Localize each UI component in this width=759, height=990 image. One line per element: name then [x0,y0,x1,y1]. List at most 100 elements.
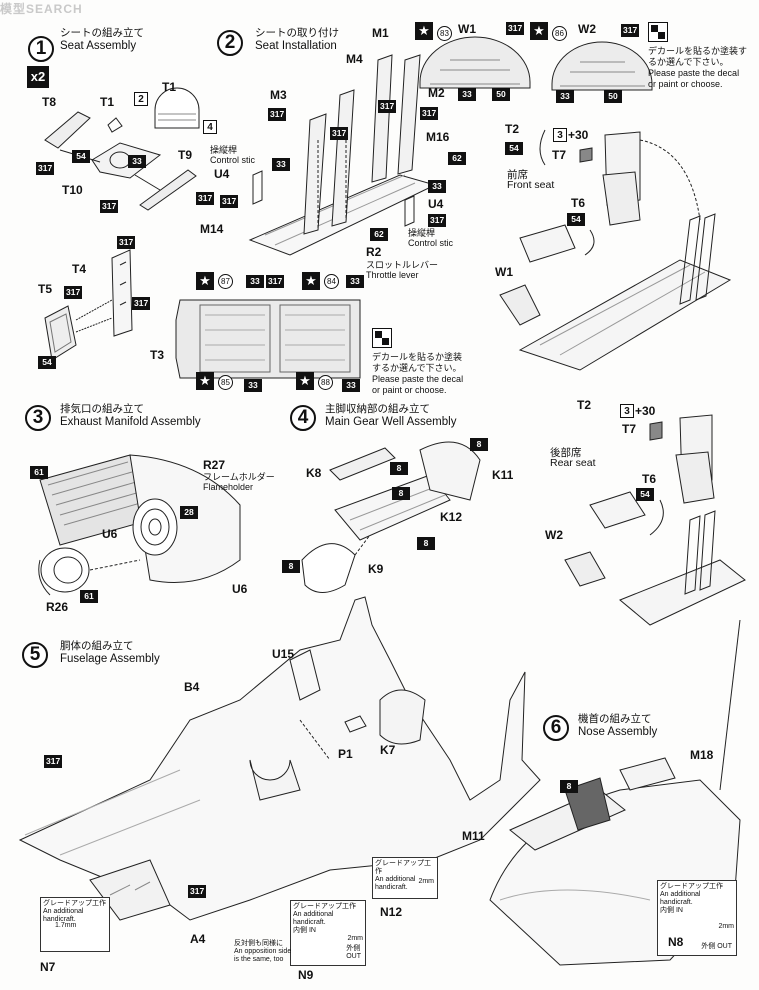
decal-star-icon: ★ [415,22,433,40]
step-number-4: 4 [290,405,316,431]
paint-badge-317: 317 [44,755,63,768]
paint-badge-50: 50 [604,90,622,103]
paint-badge-33: 33 [272,158,290,171]
paint-badge-33: 33 [246,275,264,288]
handicraft-note-n7: グレードアップ工作 An additional handicraft. 1.7m… [40,897,110,952]
handicraft-n8-en: An additional handicraft. [660,891,701,906]
decal-number-87: 87 [218,274,233,289]
part-label-k8: K8 [306,466,322,480]
part-label-u6: U6 [102,527,118,541]
part-label-t2-rear: T2 [577,398,592,412]
n8-outer-label: 外側 OUT [701,943,732,951]
part-label-m4: M4 [346,52,363,66]
step-title-5: 胴体の組み立て Fuselage Assembly [60,640,160,666]
part-label-n9: N9 [298,968,314,982]
paint-badge-62: 62 [448,152,466,165]
decal-star-icon: ★ [196,272,214,290]
paint-badge-8: 8 [392,487,410,500]
part-label-t6-front: T6 [571,196,586,210]
part-label-u6-right: U6 [232,582,248,596]
part-label-r26: R26 [46,600,69,614]
dim-2mm-n8: 2mm [718,923,734,930]
part-label-t10: T10 [62,183,83,197]
handicraft-n7-en: An additional handicraft. [43,908,84,923]
paint-badge-8: 8 [560,780,578,793]
step-title-3: 排気口の組み立て Exhaust Manifold Assembly [60,403,201,429]
paint-badge-54: 54 [505,142,523,155]
part-label-a4: A4 [190,932,206,946]
n8-outer-jp: 外側 [701,943,716,950]
inner-label-jp: 内側 [293,927,307,934]
handicraft-n12-en: An additional handicraft. [375,876,416,891]
opposition-side-note: 反対側も同様に An opposition side is the same, … [234,940,294,964]
paint-badge-317: 317 [117,236,136,249]
paint-badge-50: 50 [492,88,510,101]
part-label-t3: T3 [150,348,165,362]
part-label-n12: N12 [380,905,403,919]
n8-outer-en: OUT [717,943,732,950]
step-number-2: 2 [217,30,243,56]
control-stick-label-right: 操縦桿 Control stic [408,228,453,248]
part-label-k7: K7 [380,743,396,757]
decal-note-en1: Please paste the decal [372,374,464,384]
paint-badge-317: 317 [506,22,525,35]
plus30-rear: +30 [635,404,656,418]
decal-note-top-jp: デカールを貼るか塗装するか選んで下さい。 [648,46,748,67]
decal-number-83: 83 [437,26,452,41]
part-label-t6-rear: T6 [642,472,657,486]
step-number-5: 5 [22,642,48,668]
step-title-2-jp: シートの取り付け [255,27,339,39]
part-label-t1: T1 [100,95,115,109]
paint-badge-317: 317 [268,108,287,121]
decal-number-88: 88 [318,375,333,390]
part-label-t8: T8 [42,95,57,109]
paint-badge-33: 33 [428,180,446,193]
flameholder-jp: フレームホルダー [203,472,275,482]
decal-number-86: 86 [552,26,567,41]
paint-badge-8: 8 [390,462,408,475]
throttle-label: スロットルレバー Throttle lever [366,260,438,280]
outer-label-jp: 外側 [346,945,361,952]
part-label-p1: P1 [338,747,353,761]
paint-badge-54: 54 [567,213,585,226]
decal-star-icon: ★ [530,22,548,40]
step-title-6-jp: 機首の組み立て [578,713,652,725]
paint-badge-33: 33 [128,155,146,168]
part-label-m1: M1 [372,26,389,40]
front-seat-label: 前席 Front seat [507,169,555,191]
flameholder-en: Flameholder [203,482,254,492]
control-stick-jp: 操縦桿 [210,145,238,155]
decal-note-top-en2: or paint or choose. [648,79,723,89]
front-seat-jp: 前席 [507,169,528,181]
opposition-en: An opposition side is the same, too [234,948,292,963]
handicraft-n9-jp: グレードアップ工作 [293,903,356,910]
step-title-2: シートの取り付け Seat Installation [255,27,339,53]
n8-inner-jp: 内側 [660,907,674,914]
outer-label: 外側 OUT [346,945,361,961]
paint-badge-317: 317 [64,286,83,299]
decal-or-paint-icon [372,328,392,348]
step-title-1-en: Seat Assembly [60,40,137,52]
part-label-t9: T9 [178,148,193,162]
part-label-w1: W1 [458,22,476,36]
part-label-t1-top: T1 [162,80,177,94]
decal-note-center: デカールを貼るか塗装するか選んで下さい。 Please paste the de… [372,352,467,396]
rear-seat-en: Rear seat [550,457,596,469]
control-stick-en-right: Control stic [408,238,454,248]
part-label-t5: T5 [38,282,53,296]
quantity-multiplier: x2 [27,66,49,88]
paint-badge-8: 8 [470,438,488,451]
step-ref-3-rear: 3 [620,404,634,418]
handicraft-n7-jp: グレードアップ工作 [43,900,106,907]
front-seat-en: Front seat [507,179,555,191]
throttle-en: Throttle lever [366,270,419,280]
step-ref-2: 2 [134,92,148,106]
decal-star-icon: ★ [196,372,214,390]
paint-badge-28: 28 [180,506,198,519]
decal-note-en2: or paint or choose. [372,385,447,395]
handicraft-note-n12: グレードアップ工作 An additional handicraft. 2mm [372,857,438,899]
decal-note-jp: デカールを貼るか塗装するか選んで下さい。 [372,352,463,373]
part-label-m2: M2 [428,86,445,100]
